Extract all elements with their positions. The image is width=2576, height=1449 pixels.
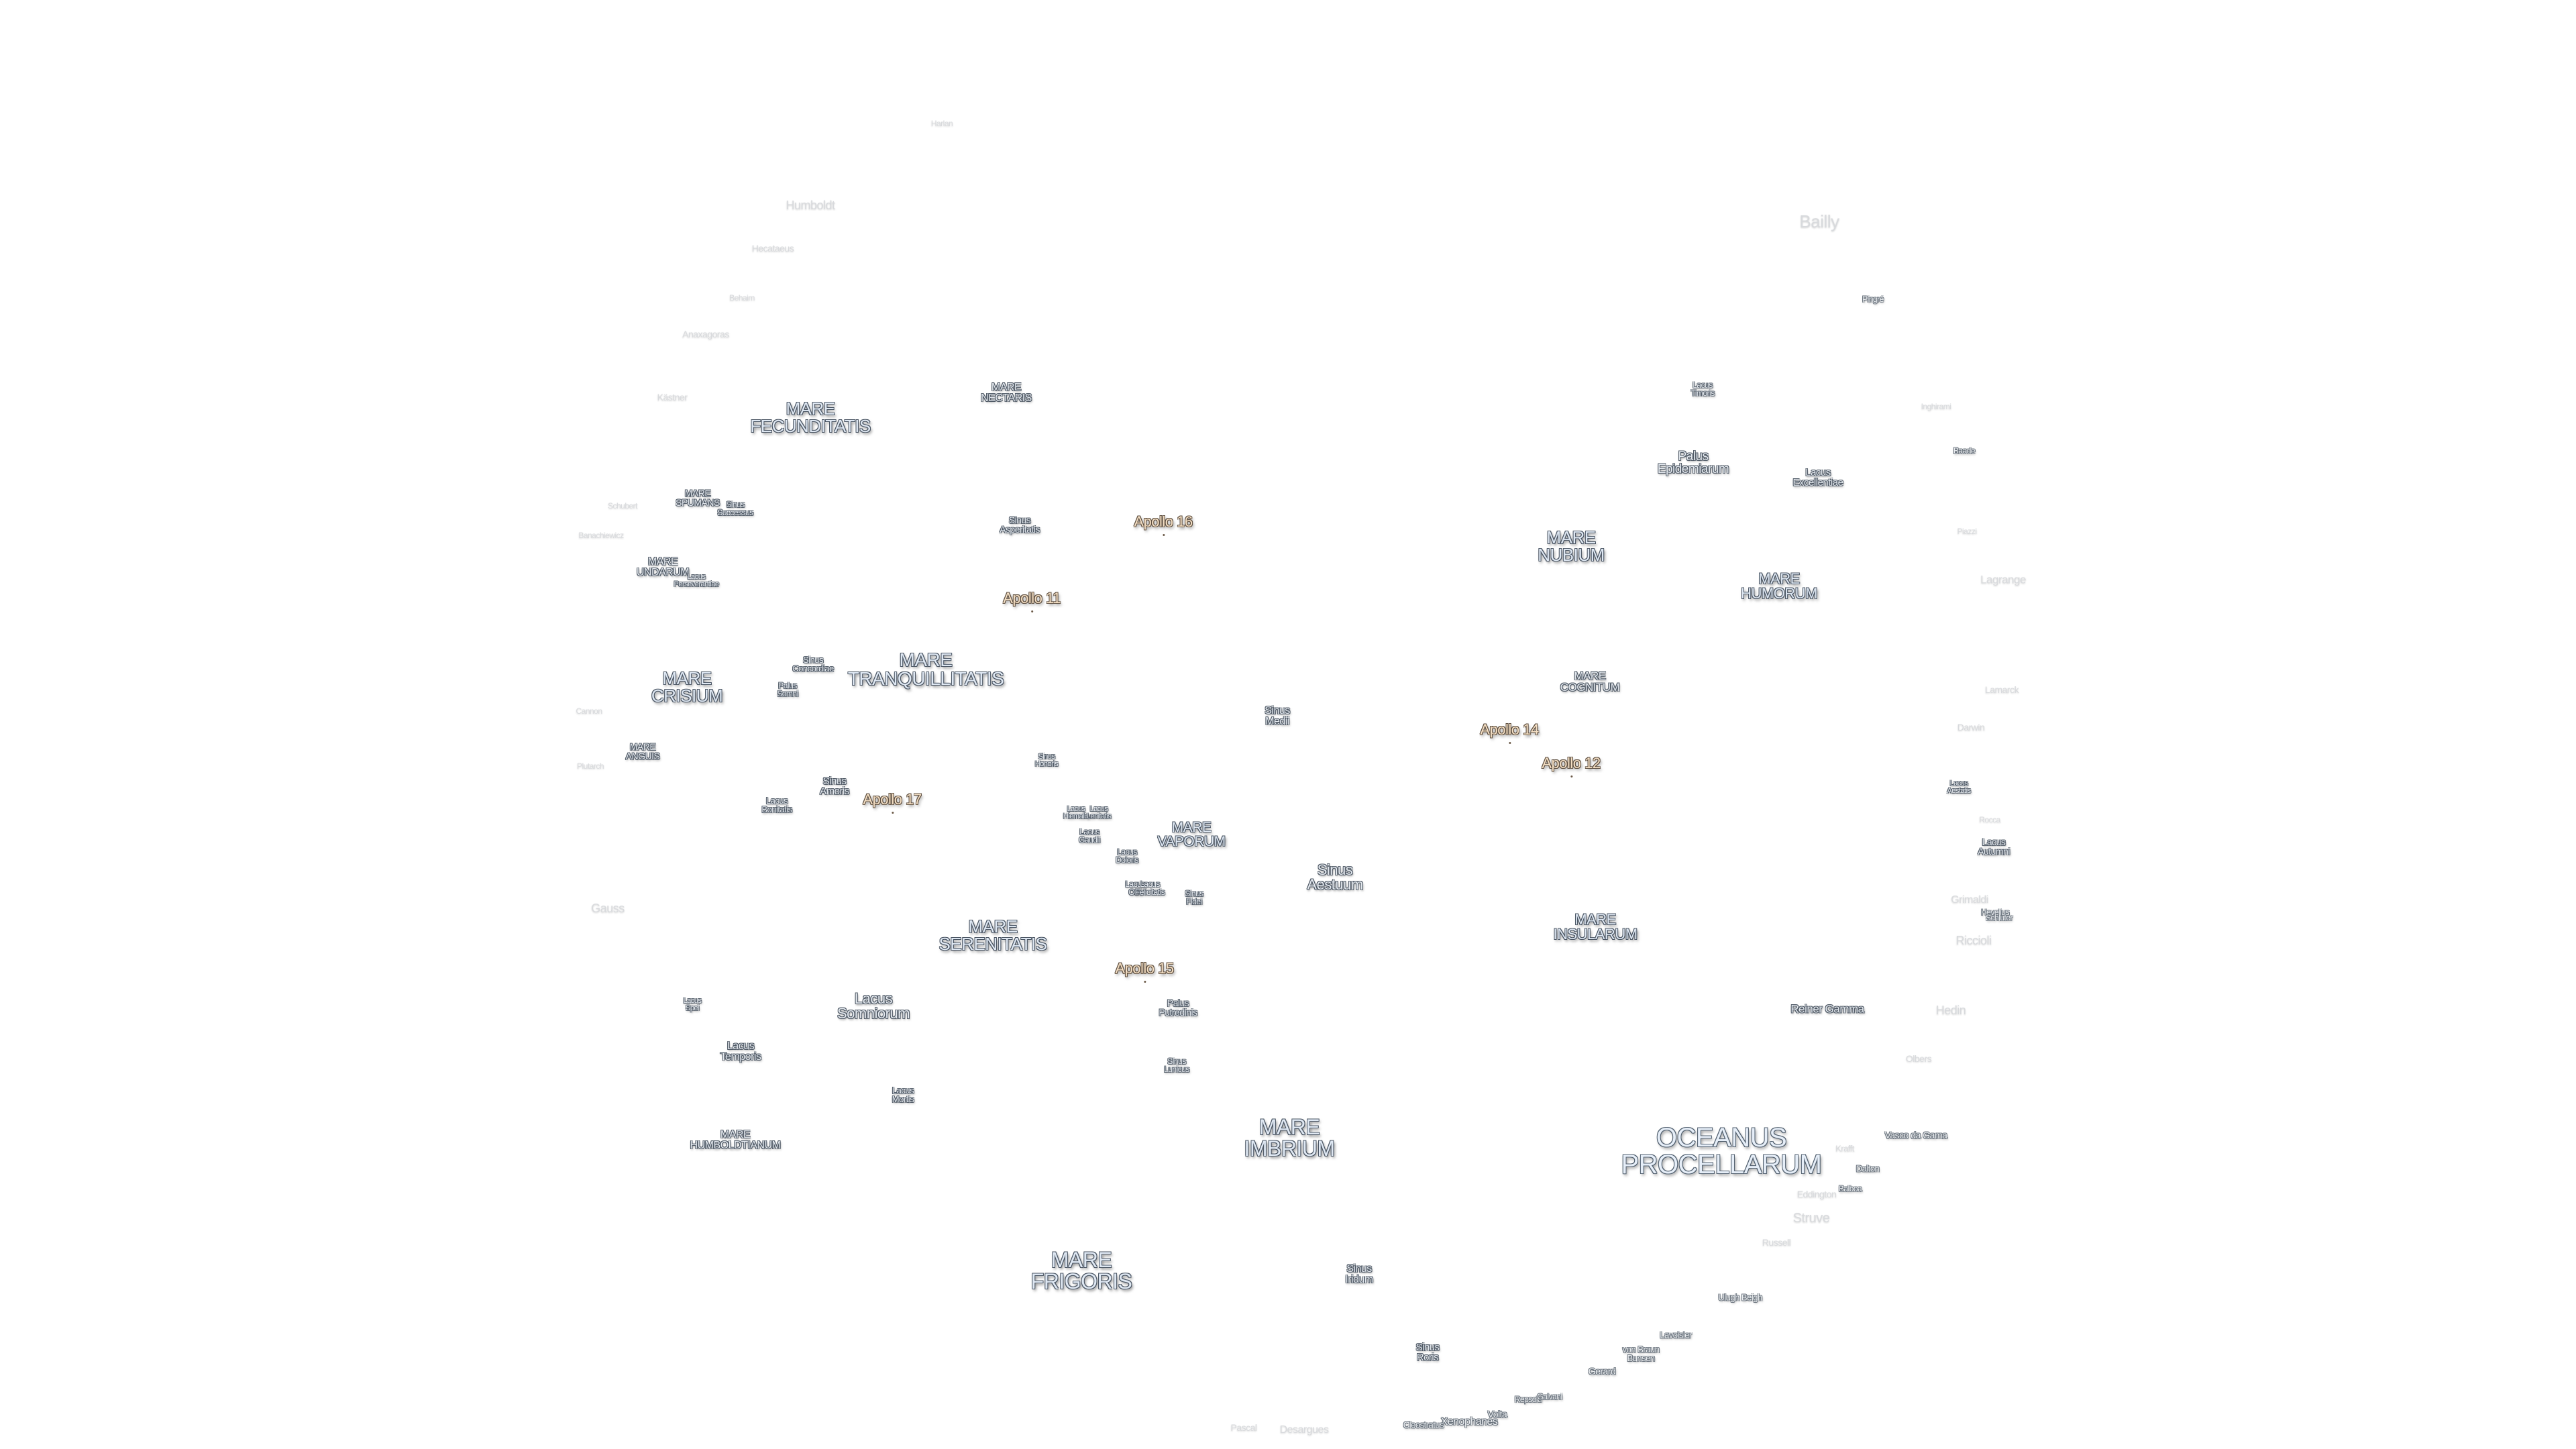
label-inghirami: Inghirami	[1921, 402, 1951, 411]
label-eddington: Eddington	[1796, 1189, 1837, 1199]
label-struve: Struve	[1792, 1211, 1830, 1226]
label-mare-undarum: MARE UNDARUM	[636, 556, 690, 578]
label-mare-humorum: MARE HUMORUM	[1741, 570, 1817, 602]
label-k-stner: Kästner	[657, 392, 688, 402]
label-russell: Russell	[1762, 1237, 1791, 1248]
label-humboldt: Humboldt	[786, 199, 835, 212]
label-mare-imbrium: MARE IMBRIUM	[1244, 1115, 1335, 1161]
label-plutarch: Plutarch	[576, 761, 604, 771]
label-hedin: Hedin	[1935, 1004, 1966, 1017]
label-mare-serenitatis: MARE SERENITATIS	[938, 916, 1047, 954]
label-sinus-fidei: Sinus Fidei	[1185, 889, 1203, 906]
label-lacus-felicitatis: Lacus Felicitatis	[1134, 879, 1165, 897]
label-volta: Volta	[1487, 1409, 1507, 1419]
label-lacus-somniorum: Lacus Somniorum	[837, 990, 910, 1022]
label-mare-fecunditatis: MARE FECUNDITATIS	[750, 398, 871, 436]
label-mare-insularum: MARE INSULARUM	[1553, 911, 1638, 943]
label-dalton: Dalton	[1856, 1163, 1880, 1174]
label-apollo-12: Apollo 12	[1542, 755, 1601, 777]
label-pingr: Pingré	[1862, 294, 1884, 304]
label-lacus-autumni: Lacus Autumni	[1978, 837, 2010, 857]
label-apollo-16: Apollo 16	[1134, 513, 1193, 536]
label-lacus-bonitatis: Lacus Bonitatis	[761, 796, 792, 814]
label-lacus-spei: Lacus Spei	[683, 997, 702, 1012]
label-mare-tranquillitatis: MARE TRANQUILLITATIS	[847, 649, 1004, 689]
label-rocca: Rocca	[1979, 815, 2000, 824]
label-riccioli: Riccioli	[1955, 934, 1992, 947]
label-lacus-doloris: Lacus Doloris	[1116, 847, 1138, 865]
label-piazzi: Piazzi	[1957, 527, 1977, 536]
label-lacus-lenitatis: Lacus Lenitatis	[1086, 805, 1112, 820]
label-mare-nectaris: MARE NECTARIS	[981, 382, 1032, 404]
label-mare-humboldtianum: MARE HUMBOLDTIANUM	[690, 1129, 781, 1151]
label-mare-anguis: MARE ANGUIS	[625, 741, 660, 761]
label-sinus-medii: Sinus Medii	[1265, 705, 1290, 727]
label-banachiewicz: Banachiewicz	[578, 531, 624, 540]
label-apollo-11: Apollo 11	[1003, 590, 1061, 612]
label-lacus-perseverantiae: Lacus Perseverantiae	[674, 573, 720, 588]
label-bailly: Bailly	[1799, 211, 1839, 231]
label-anaxagoras: Anaxagoras	[682, 329, 729, 339]
label-desargues: Desargues	[1279, 1424, 1329, 1436]
label-gauss: Gauss	[591, 902, 625, 915]
label-vasco-da-gama: Vasco da Gama	[1884, 1130, 1947, 1140]
label-sinus-lunicus: Sinus Lunicus	[1164, 1057, 1189, 1074]
label-sinus-amoris: Sinus Amoris	[820, 775, 849, 797]
label-lacus-gaudii: Lacus Gaudii	[1079, 827, 1100, 845]
label-von-braun-bunsen: von Braun Bunsen	[1622, 1344, 1660, 1363]
label-oceanus-procellarum: OCEANUS PROCELLARUM	[1621, 1123, 1822, 1179]
label-lacus-mortis: Lacus Mortis	[892, 1085, 914, 1104]
label-sinus-honoris: Sinus Honoris	[1034, 753, 1059, 768]
label-sinus-aestuum: Sinus Aestuum	[1307, 861, 1363, 893]
label-apollo-14: Apollo 14	[1480, 721, 1539, 744]
label-lacus-hiemalis: Lacus Hiemalis	[1063, 805, 1089, 820]
label-darwin: Darwin	[1957, 722, 1985, 733]
label-xenophanes: Xenophanes	[1440, 1416, 1498, 1428]
label-cleostratus: Cleostratus	[1403, 1419, 1444, 1430]
label-lacus-aestatis: Lacus Aestatis	[1947, 780, 1971, 795]
label-lagrange: Lagrange	[1980, 573, 2026, 586]
label-harlan: Harlan	[930, 119, 953, 128]
label-baade: Baade	[1953, 446, 1976, 455]
label-olbers: Olbers	[1905, 1053, 1932, 1064]
label-lacus-excellentiae: Lacus Excellentiae	[1792, 467, 1843, 488]
label-hecataeus: Hecataeus	[751, 243, 794, 254]
label-apollo-15: Apollo 15	[1115, 960, 1174, 983]
label-schubert: Schubert	[607, 501, 638, 511]
label-sinus-concordiae: Sinus Concordiae	[792, 655, 834, 674]
label-repsold: Repsold	[1514, 1395, 1542, 1404]
label-hevelius: Hevelius	[1980, 908, 2010, 917]
label-krafft: Krafft	[1835, 1143, 1854, 1154]
label-mare-frigoris: MARE FRIGORIS	[1030, 1248, 1132, 1293]
label-grimaldi: Grimaldi	[1951, 894, 1988, 906]
label-ulugh-beigh: Ulugh Beigh	[1718, 1292, 1762, 1303]
label-mare-nubium: MARE NUBIUM	[1538, 527, 1605, 565]
label-galvani: Galvani	[1537, 1392, 1562, 1401]
label-apollo-17: Apollo 17	[863, 791, 922, 814]
label-palus-epidemiarum: Palus Epidemiarum	[1657, 449, 1729, 476]
label-gerard: Gerard	[1588, 1366, 1616, 1377]
label-palus-somni: Palus Somni	[777, 681, 798, 698]
label-schluter: Schluter	[1985, 913, 2013, 922]
label-lacus-temporis: Lacus Temporis	[720, 1040, 761, 1063]
label-mare-cognitum: MARE COGNITUM	[1560, 669, 1620, 694]
label-behaim: Behaim	[729, 293, 755, 303]
label-sinus-asperitatis: Sinus Asperitatis	[1000, 515, 1040, 535]
label-mare-crisium: MARE CRISIUM	[651, 668, 723, 706]
label-mare-spumans: MARE SPUMANS	[676, 488, 720, 508]
label-pascal: Pascal	[1230, 1422, 1257, 1433]
label-sinus-iridum: Sinus Iridum	[1345, 1263, 1373, 1285]
label-lamarck: Lamarck	[1984, 684, 2019, 695]
label-lacus-timoris: Lacus Timoris	[1690, 380, 1715, 398]
label-mare-vaporum: MARE VAPORUM	[1157, 820, 1226, 849]
label-palus-putredinis: Palus Putredinis	[1159, 998, 1197, 1018]
label-reiner-gamma: Reiner Gamma	[1790, 1002, 1864, 1016]
label-lacus-odii: Lacus Odii	[1125, 879, 1145, 897]
label-cannon: Cannon	[576, 706, 602, 716]
label-balboa: Balboa	[1838, 1184, 1862, 1193]
label-lavoisier: Lavoisier	[1660, 1330, 1692, 1340]
label-sinus-roris: Sinus Roris	[1415, 1342, 1440, 1363]
label-sinus-successus: Sinus Successus	[717, 500, 753, 517]
